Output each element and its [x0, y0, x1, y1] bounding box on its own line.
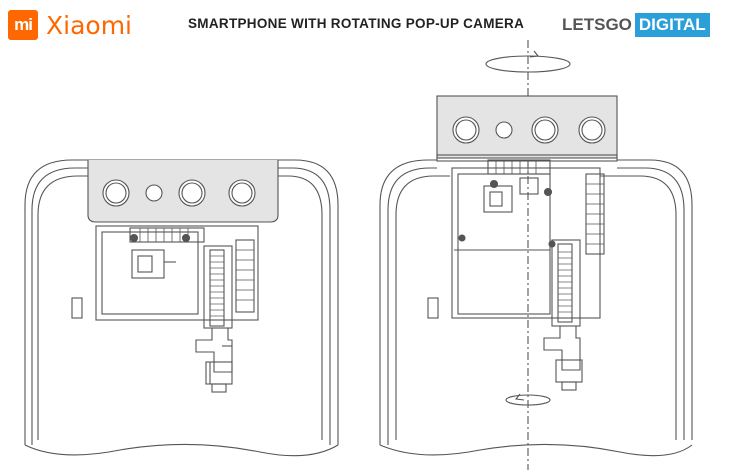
phone-right — [379, 40, 693, 470]
source-logo-part1: LETSGO — [562, 15, 632, 34]
source-logo: LETSGO DIGITAL — [562, 13, 710, 37]
rotation-arrow-icon — [485, 40, 571, 96]
source-logo-part2: DIGITAL — [634, 13, 710, 37]
brand-name: Xiaomi — [46, 10, 132, 40]
page-title: SMARTPHONE WITH ROTATING POP-UP CAMERA — [188, 16, 525, 31]
popup-camera-module-left — [87, 160, 279, 223]
popup-camera-module-right — [436, 95, 618, 162]
xiaomi-logo: mi Xiaomi — [8, 10, 132, 40]
mi-logo-icon: mi — [8, 10, 38, 40]
phone-left — [24, 159, 339, 457]
